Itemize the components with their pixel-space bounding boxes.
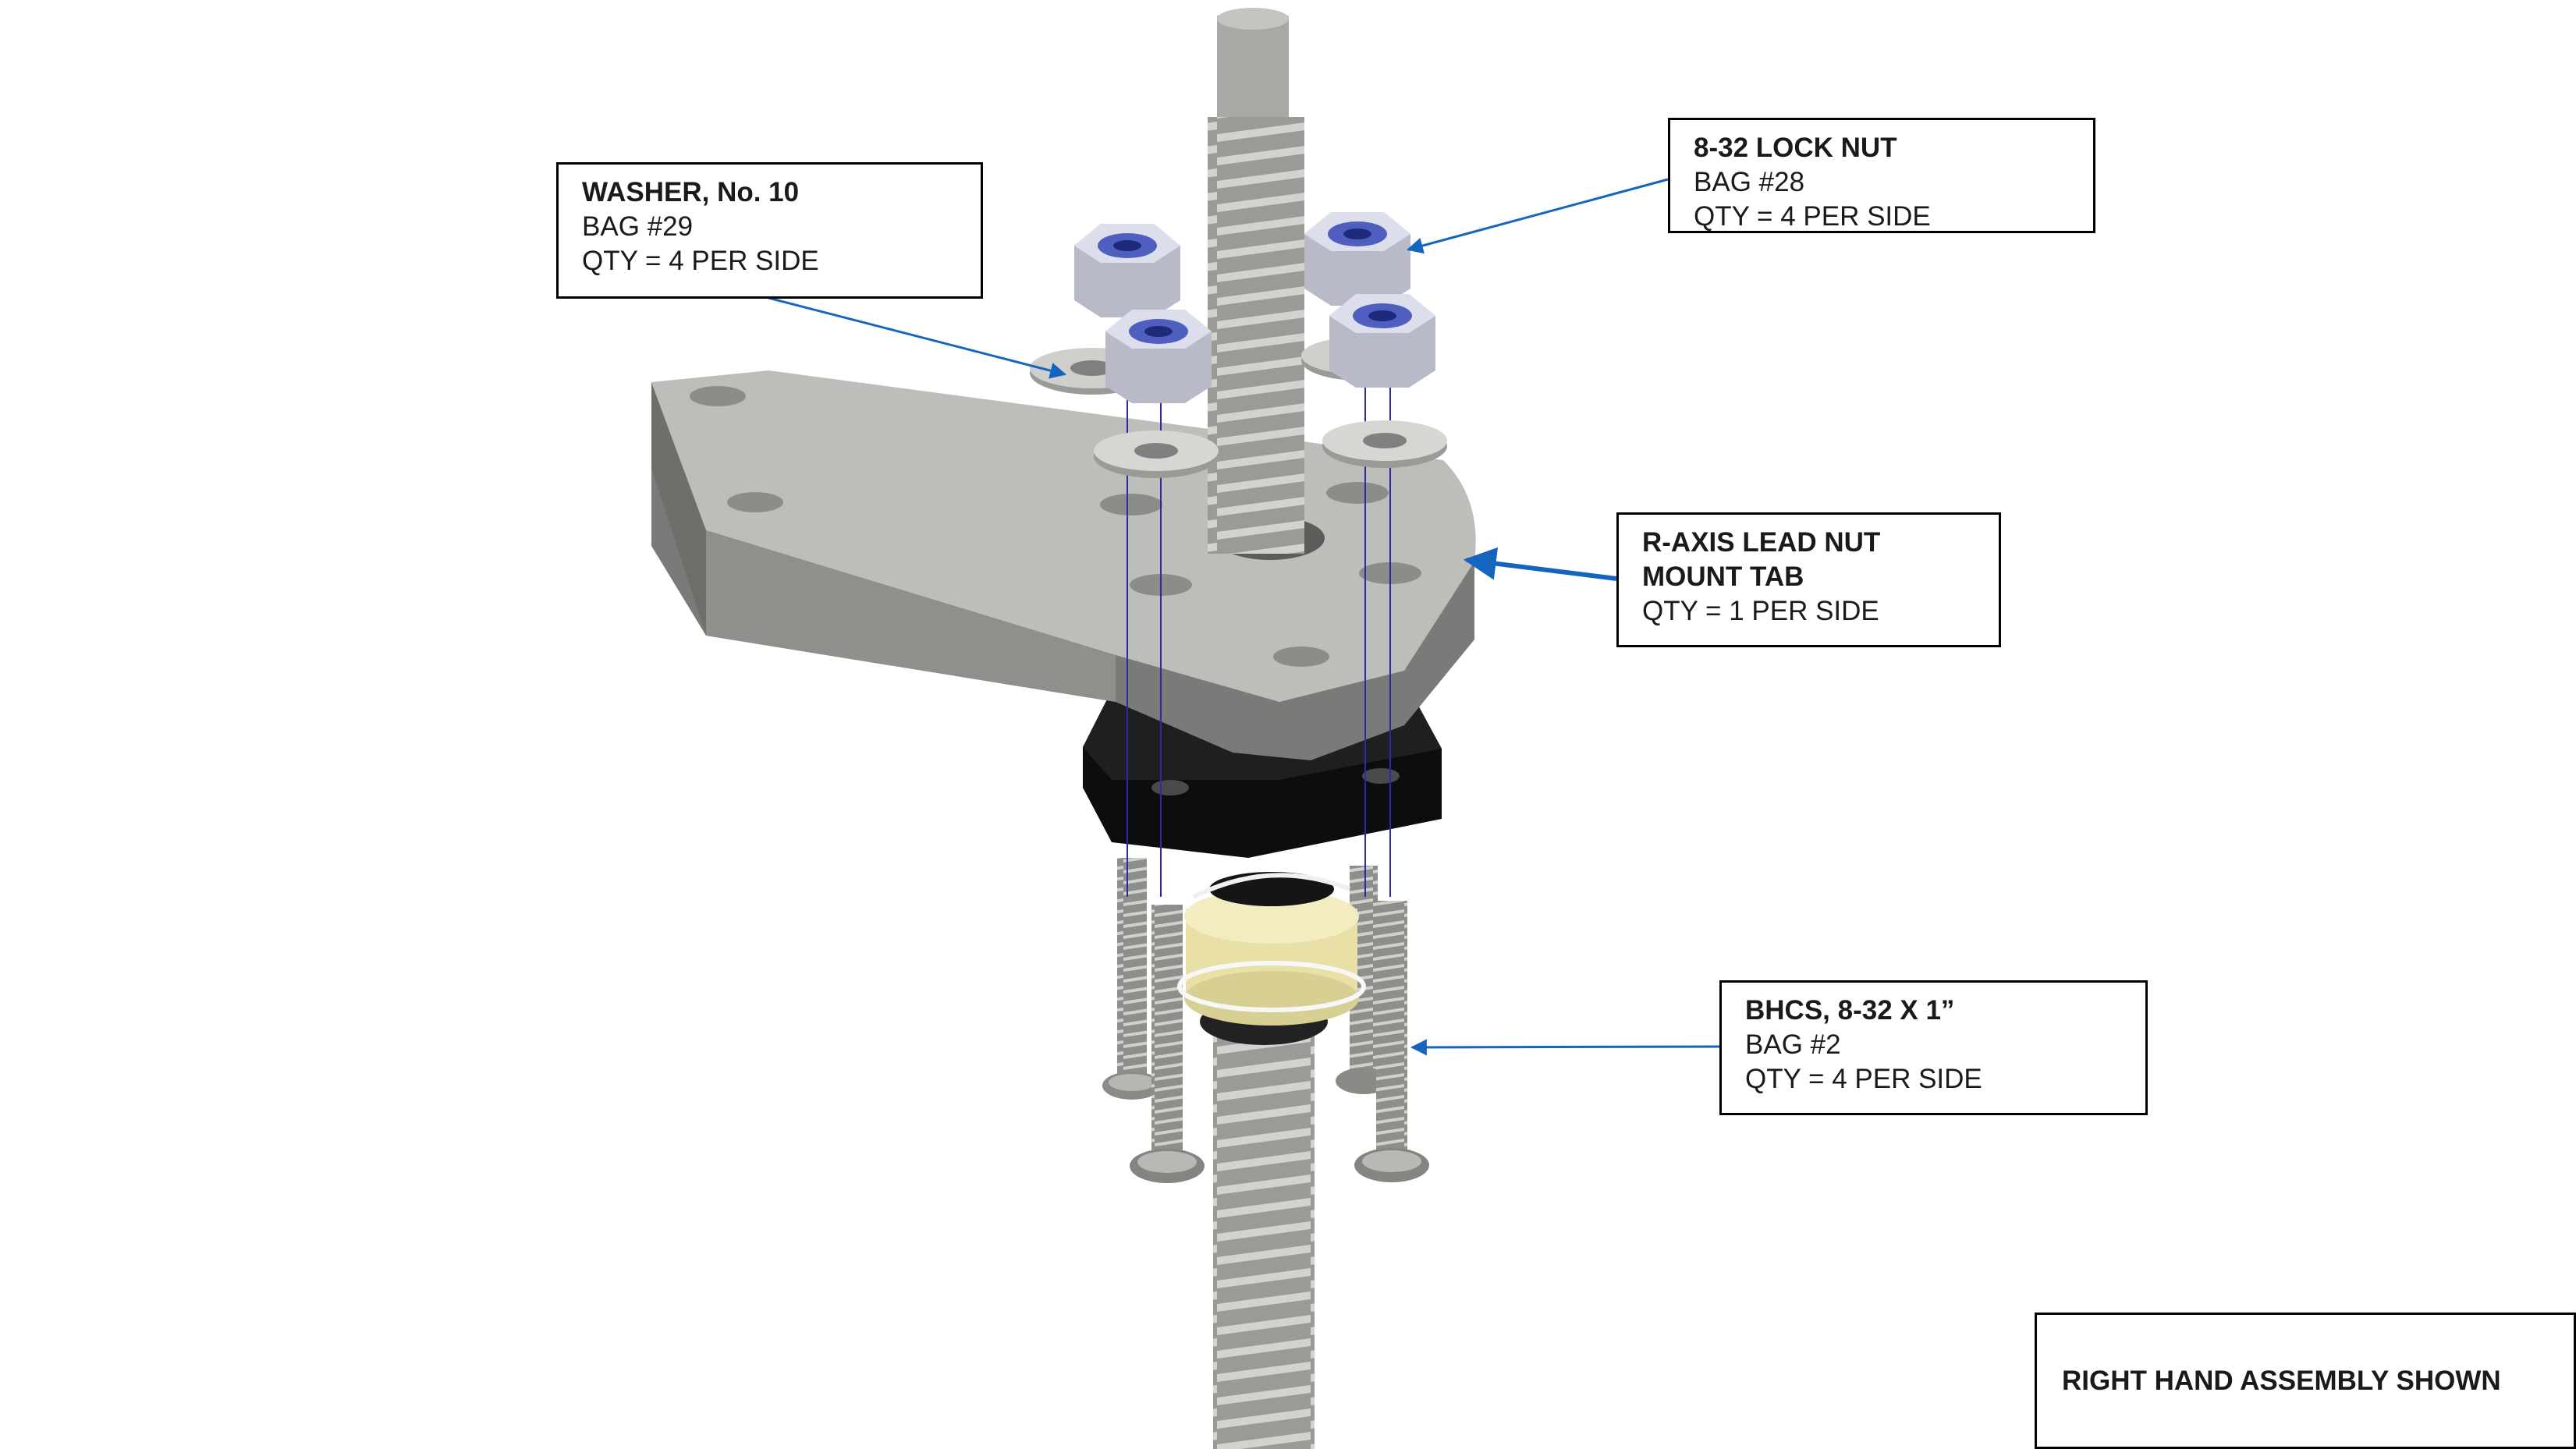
lock-nut-bag: BAG #28 bbox=[1694, 167, 1805, 197]
washer-qty: QTY = 4 PER SIDE bbox=[582, 246, 819, 276]
mount-tab-title-line1: R-AXIS LEAD NUT bbox=[1642, 527, 1881, 558]
washer-bag: BAG #29 bbox=[582, 211, 694, 242]
bhcs-qty: QTY = 4 PER SIDE bbox=[1745, 1064, 1982, 1094]
washer-callout: WASHER, No. 10 BAG #29 QTY = 4 PER SIDE bbox=[556, 162, 983, 299]
lock-nut-title: 8-32 LOCK NUT bbox=[1694, 133, 1897, 163]
lead-screw-upper bbox=[1208, 8, 1304, 554]
mount-tab-leader bbox=[1463, 547, 1617, 581]
lock-nut-qty: QTY = 4 PER SIDE bbox=[1694, 201, 1931, 232]
bhcs-callout: BHCS, 8-32 X 1” BAG #2 QTY = 4 PER SIDE bbox=[1719, 980, 2148, 1115]
assembly-note-box: RIGHT HAND ASSEMBLY SHOWN bbox=[2035, 1313, 2576, 1449]
leader-lines bbox=[768, 178, 1720, 1056]
bhcs-bag: BAG #2 bbox=[1745, 1029, 1841, 1060]
washer-leader bbox=[768, 296, 1067, 379]
bhcs-screws bbox=[1102, 858, 1429, 1183]
lock-nut-callout: 8-32 LOCK NUT BAG #28 QTY = 4 PER SIDE bbox=[1668, 118, 2095, 233]
bhcs-title: BHCS, 8-32 X 1” bbox=[1745, 995, 1955, 1026]
washer-title: WASHER, No. 10 bbox=[582, 177, 800, 207]
anti-backlash-lead-nut bbox=[1177, 872, 1366, 1045]
lock-nut-leader bbox=[1406, 178, 1669, 254]
assembly-note: RIGHT HAND ASSEMBLY SHOWN bbox=[2062, 1365, 2501, 1396]
mount-tab-qty: QTY = 1 PER SIDE bbox=[1642, 596, 1879, 626]
lead-screw-lower bbox=[1213, 1006, 1315, 1449]
lock-nuts bbox=[1074, 212, 1435, 403]
mount-tab-title-line2: MOUNT TAB bbox=[1642, 562, 1804, 592]
mount-tab-callout: R-AXIS LEAD NUT MOUNT TAB QTY = 1 PER SI… bbox=[1616, 512, 2001, 647]
